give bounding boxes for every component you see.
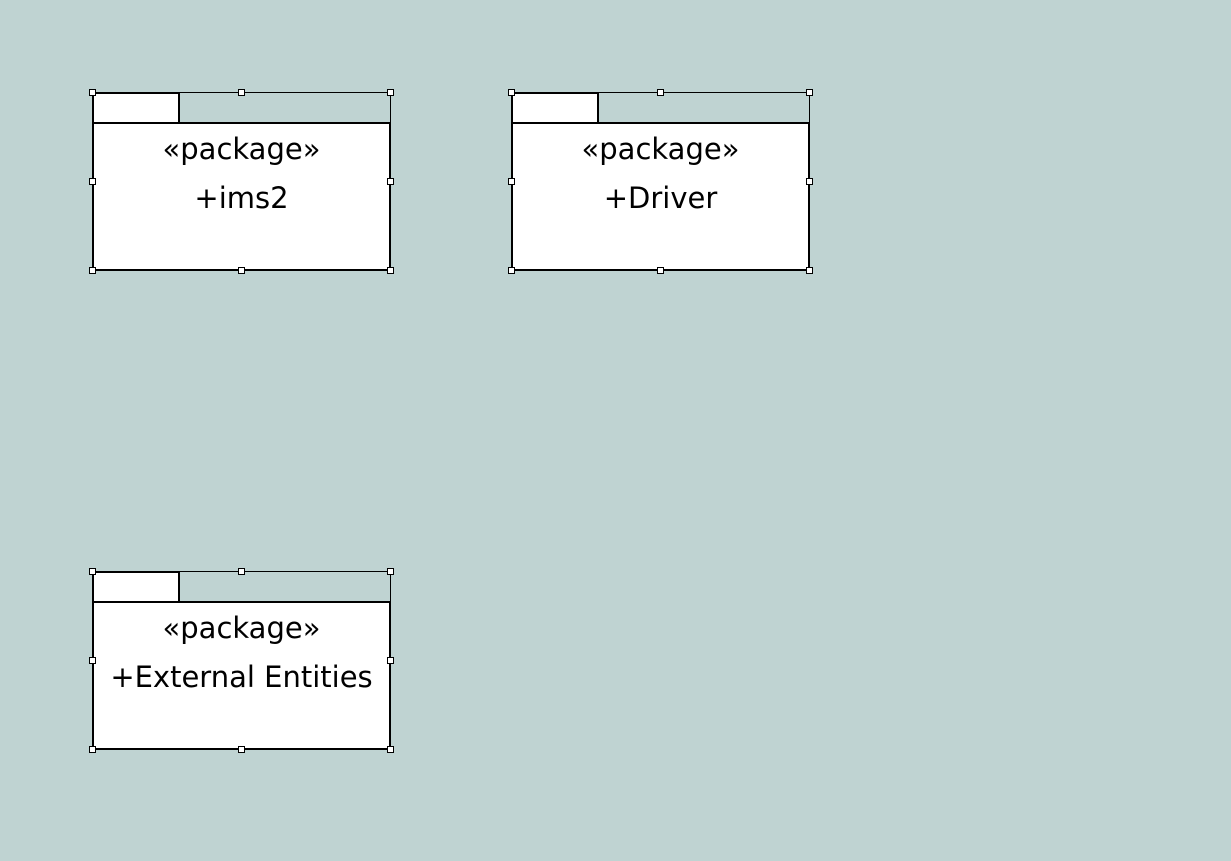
package-ims2[interactable]: «package» +ims2 [89,89,394,274]
package-stereotype: «package» [162,132,321,166]
resize-handle-sw[interactable] [508,267,515,274]
resize-handle-se[interactable] [387,746,394,753]
package-name[interactable]: +External Entities [110,660,373,694]
package-tab [92,92,180,122]
resize-handle-nw[interactable] [89,89,96,96]
resize-handle-nw[interactable] [89,568,96,575]
resize-handle-e[interactable] [806,178,813,185]
package-body[interactable]: «package» +ims2 [92,122,391,271]
package-tab [92,571,180,601]
resize-handle-s[interactable] [238,746,245,753]
resize-handle-ne[interactable] [387,568,394,575]
resize-handle-sw[interactable] [89,746,96,753]
resize-handle-n[interactable] [238,568,245,575]
package-tab [511,92,599,122]
package-name[interactable]: +ims2 [194,181,289,215]
resize-handle-ne[interactable] [806,89,813,96]
resize-handle-s[interactable] [657,267,664,274]
package-body[interactable]: «package» +Driver [511,122,810,271]
resize-handle-w[interactable] [89,178,96,185]
resize-handle-w[interactable] [508,178,515,185]
resize-handle-ne[interactable] [387,89,394,96]
package-stereotype: «package» [162,611,321,645]
resize-handle-sw[interactable] [89,267,96,274]
resize-handle-n[interactable] [657,89,664,96]
selection-outline [180,92,391,122]
resize-handle-e[interactable] [387,657,394,664]
resize-handle-s[interactable] [238,267,245,274]
selection-outline [599,92,810,122]
resize-handle-nw[interactable] [508,89,515,96]
resize-handle-e[interactable] [387,178,394,185]
package-body[interactable]: «package» +External Entities [92,601,391,750]
package-name[interactable]: +Driver [603,181,718,215]
package-external-entities[interactable]: «package» +External Entities [89,568,394,753]
resize-handle-n[interactable] [238,89,245,96]
package-stereotype: «package» [581,132,740,166]
resize-handle-se[interactable] [806,267,813,274]
resize-handle-se[interactable] [387,267,394,274]
selection-outline [180,571,391,601]
resize-handle-w[interactable] [89,657,96,664]
package-driver[interactable]: «package» +Driver [508,89,813,274]
